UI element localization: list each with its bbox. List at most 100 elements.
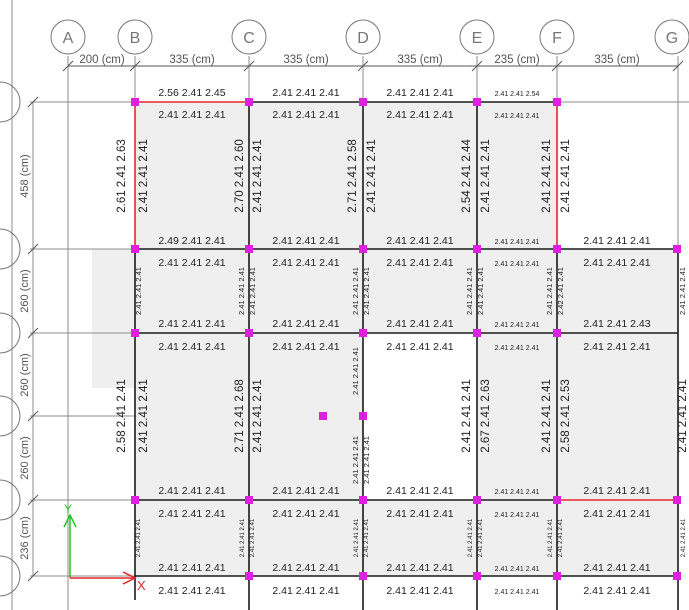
row-bubble-1 (0, 81, 21, 123)
row-bubble-3 (0, 312, 21, 354)
svg-text:B: B (130, 30, 141, 47)
beam-label: 2.41 2.41 2.41 (495, 322, 540, 329)
spacing-ef: 235 (cm) (494, 54, 540, 66)
beam-label: 2.41 2.41 2.41 (248, 267, 257, 315)
beam-label: 2.54 2.41 2.44 (461, 139, 473, 213)
beam-label: 2.41 2.41 2.41 (134, 267, 143, 315)
beam-label: 2.41 2.41 2.41 (476, 267, 485, 315)
beam-label: 2.56 2.41 2.45 (158, 87, 225, 99)
beam-label: 2.41 2.41 2.41 (272, 562, 339, 574)
column-spacing-labels: 200 (cm) 335 (cm) 335 (cm) 335 (cm) 235 … (79, 54, 640, 66)
beam-label: 2.41 2.41 2.41 (158, 485, 225, 497)
beam-label: 2.41 2.41 2.41 (354, 518, 360, 557)
selected-beams[interactable] (134, 101, 678, 501)
beam-label: 2.70 2.41 2.60 (234, 139, 246, 213)
beam-label: 2.41 2.41 2.54 (495, 91, 540, 98)
column-bubble-b: B (117, 19, 153, 55)
beam-label: 2.41 2.41 2.41 (272, 585, 339, 597)
beam-label: 2.41 2.41 2.41 (386, 562, 453, 574)
spacing-cd: 335 (cm) (283, 54, 329, 66)
row-spacing-labels: 458 (cm) 260 (cm) 260 (cm) 260 (cm) 236 … (19, 154, 31, 559)
beam-label: 2.41 2.41 2.41 (495, 566, 540, 573)
beam-label: 2.41 2.41 2.41 (362, 436, 371, 484)
beam-label: 2.41 2.41 2.41 (237, 267, 246, 315)
beam-label: 2.58 2.41 2.41 (116, 379, 128, 453)
beam-label: 2.41 2.41 2.41 (495, 261, 540, 268)
beam-label: 2.41 2.41 2.41 (495, 512, 540, 519)
beam-label: 2.41 2.41 2.41 (461, 379, 473, 453)
svg-text:F: F (552, 30, 562, 47)
beam-label: 2.41 2.41 2.41 (272, 109, 339, 121)
row-bubbles (0, 81, 21, 597)
column-bubble-f: F (539, 19, 575, 55)
beam-label: 2.41 2.41 2.41 (545, 267, 554, 315)
beam-label: 2.41 2.41 2.41 (495, 345, 540, 352)
beam-label: 2.42 2.41 2.41 (556, 267, 565, 315)
spacing-row-4: 260 (cm) (19, 436, 31, 479)
column-bubble-a: A (50, 19, 86, 55)
top-dimension-line (27, 60, 684, 582)
joints[interactable] (131, 98, 681, 580)
beam-label: 2.41 2.41 2.41 (158, 318, 225, 330)
beam-label: 2.41 2.41 2.41 (386, 109, 453, 121)
y-axis-label: Y (64, 502, 72, 516)
beam-label: 2.41 2.41 2.41 (136, 518, 142, 557)
beam-label: 2.41 2.41 2.41 (468, 518, 474, 557)
beam-label: 2.41 2.41 2.41 (272, 341, 339, 353)
beam-label: 2.41 2.41 2.41 (158, 109, 225, 121)
svg-text:G: G (666, 30, 678, 47)
beams[interactable] (134, 101, 679, 610)
beam-label: 2.41 2.41 2.41 (386, 585, 453, 597)
beam-label: 2.41 2.41 2.41 (541, 379, 553, 453)
beam-label: 2.61 2.41 2.63 (116, 139, 128, 213)
column-bubble-c: C (231, 19, 267, 55)
beam-label: 2.41 2.41 2.41 (465, 267, 474, 315)
x-axis-label: X (137, 578, 146, 593)
spacing-row-2: 260 (cm) (19, 269, 31, 312)
beam-label: 2.41 2.41 2.41 (272, 318, 339, 330)
beam-label: 2.41 2.41 2.41 (272, 87, 339, 99)
svg-text:A: A (63, 30, 74, 47)
beam-label: 2.71 2.41 2.68 (234, 379, 246, 453)
beam-label: 2.41 2.41 2.41 (386, 87, 453, 99)
beam-label: 2.41 2.41 2.41 (560, 139, 572, 213)
beam-label: 2.41 2.41 2.41 (362, 267, 371, 315)
beam-label: 2.71 2.41 2.58 (347, 139, 359, 213)
spacing-bc: 335 (cm) (169, 54, 215, 66)
beam-label: 2.41 2.41 2.41 (386, 235, 453, 247)
beam-label: 2.41 2.41 2.41 (158, 562, 225, 574)
beam-label: 2.41 2.41 2.41 (386, 341, 453, 353)
vertical-beam-labels: 2.61 2.41 2.63 2.41 2.41 2.41 2.70 2.41 … (116, 139, 689, 558)
column-bubble-e: E (459, 19, 495, 55)
beam-label: 2.41 2.41 2.41 (272, 485, 339, 497)
beam-label: 2.41 2.41 2.41 (351, 267, 360, 315)
beam-label: 2.49 2.41 2.41 (158, 235, 225, 247)
beam-label: 2.41 2.41 2.41 (366, 139, 378, 213)
beam-label: 2.41 2.41 2.41 (158, 257, 225, 269)
beam-label: 2.41 2.41 2.41 (272, 257, 339, 269)
spacing-row-3: 260 (cm) (19, 353, 31, 396)
beam-label: 2.41 2.41 2.41 (495, 589, 540, 596)
beam-label: 2.41 2.41 2.41 (252, 379, 264, 453)
beam-label: 2.41 2.41 2.41 (495, 113, 540, 120)
spacing-row-1: 458 (cm) (19, 154, 31, 197)
beam-label: 2.41 2.41 2.41 (478, 518, 484, 557)
beam-label: 2.41 2.41 2.41 (250, 518, 256, 557)
row-bubble-2 (0, 228, 21, 270)
beam-label: 2.41 2.41 2.41 (386, 485, 453, 497)
beam-label: 2.41 2.41 2.41 (558, 518, 564, 557)
beam-label: 2.41 2.41 2.41 (583, 562, 650, 574)
beam-label: 2.41 2.41 2.41 (678, 267, 687, 315)
beam-label: 2.41 2.41 2.41 (351, 347, 360, 395)
column-bubble-d: D (345, 19, 381, 55)
beam-label: 2.41 2.41 2.41 (583, 235, 650, 247)
beam-label: 2.41 2.41 2.41 (386, 318, 453, 330)
beam-label: 2.41 2.41 2.41 (272, 235, 339, 247)
beam-label: 2.41 2.41 2.41 (583, 341, 650, 353)
slab-panels (92, 102, 678, 576)
beam-label: 2.41 2.41 2.41 (386, 508, 453, 520)
beam-label: 2.67 2.41 2.63 (480, 379, 492, 453)
svg-text:D: D (357, 30, 369, 47)
beam-label: 2.41 2.41 2.41 (386, 257, 453, 269)
